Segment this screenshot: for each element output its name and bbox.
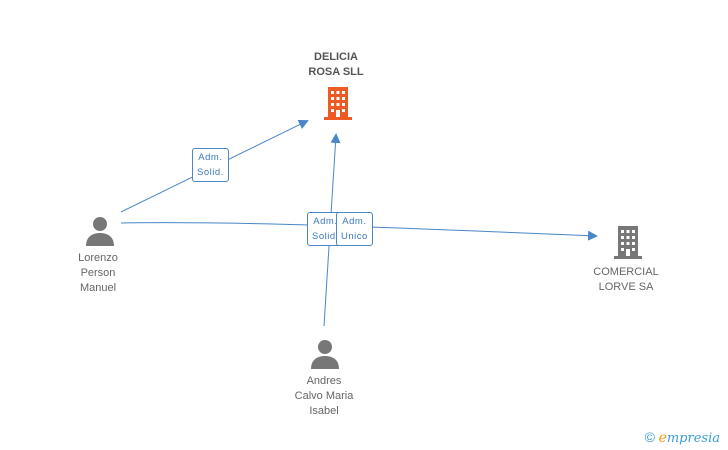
- person-name-line2: Calvo Maria: [294, 390, 354, 402]
- brand-name: mpresia: [666, 431, 720, 446]
- role-line1: Adm.: [342, 216, 367, 227]
- person-icon[interactable]: [85, 215, 115, 247]
- brand-logo-letter: e: [658, 430, 667, 446]
- person-label-andres: Andres Calvo Maria Isabel: [272, 374, 376, 419]
- person-icon[interactable]: [310, 338, 340, 370]
- role-line1: Adm.: [313, 216, 338, 227]
- copyright-brand: © empresia: [645, 429, 720, 446]
- person-name-line3: Manuel: [79, 282, 117, 294]
- edge-label-lorenzo-comercial[interactable]: Adm. Unico: [336, 212, 373, 246]
- company-label-comercial: COMERCIAL LORVE SA: [576, 265, 676, 295]
- role-line1: Adm.: [198, 152, 223, 163]
- edge-label-lorenzo-delicia[interactable]: Adm. Solid.: [192, 148, 229, 182]
- building-icon[interactable]: [322, 85, 354, 121]
- company-label-delicia: DELICIA ROSA SLL: [286, 50, 386, 80]
- person-name-line1: Andres: [306, 375, 342, 387]
- building-icon[interactable]: [612, 224, 644, 260]
- company-name-line2: ROSA SLL: [308, 66, 364, 78]
- person-label-lorenzo: Lorenzo Person Manuel: [50, 251, 146, 296]
- role-line2: Solid.: [312, 231, 339, 242]
- person-name-line3: Isabel: [309, 405, 339, 417]
- person-name-line1: Lorenzo: [78, 252, 118, 264]
- role-line2: Solid.: [197, 167, 224, 178]
- copyright-symbol: ©: [644, 429, 655, 445]
- person-name-line2: Person: [80, 267, 116, 279]
- company-name-line1: DELICIA: [314, 51, 358, 63]
- company-name-line1: COMERCIAL: [593, 266, 659, 278]
- company-name-line2: LORVE SA: [598, 281, 654, 293]
- role-line2: Unico: [341, 231, 368, 242]
